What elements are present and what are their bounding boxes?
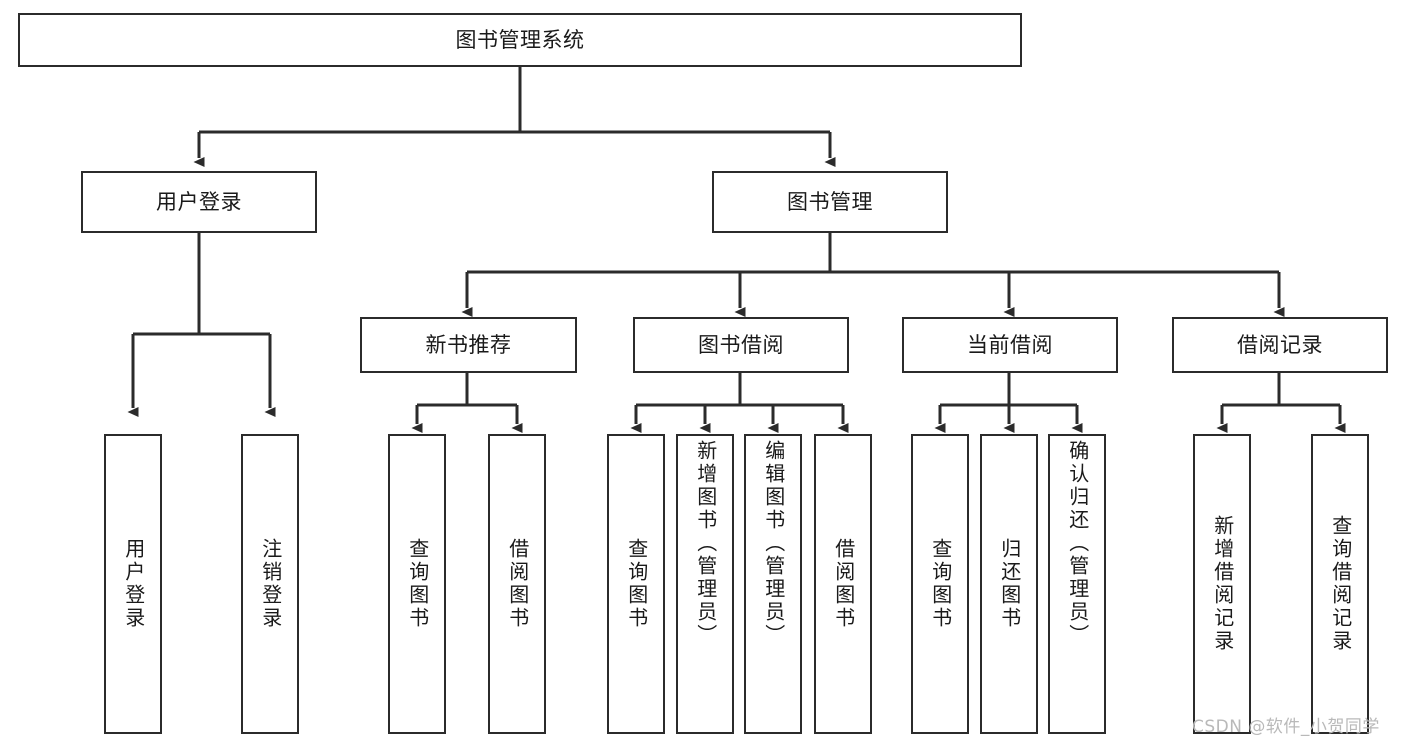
leaf-logout[interactable]: 注销登录	[241, 434, 299, 734]
leaf-borrow-book-label: 借阅图书	[831, 538, 856, 630]
leaf-edit-book-admin[interactable]: 编辑图书（管理员）	[744, 434, 802, 734]
leaf-logout-label: 注销登录	[258, 538, 283, 630]
leaf-user-login[interactable]: 用户登录	[104, 434, 162, 734]
node-current-borrow[interactable]: 当前借阅	[902, 317, 1118, 373]
leaf-confirm-return-admin-label: 确认归还（管理员）	[1065, 440, 1090, 647]
leaf-query-book-borrow[interactable]: 查询图书	[607, 434, 665, 734]
node-book-manage-label: 图书管理	[787, 189, 873, 214]
leaf-query-book-current-label: 查询图书	[928, 538, 953, 630]
leaf-add-borrow-record[interactable]: 新增借阅记录	[1193, 434, 1251, 734]
leaf-user-login-label: 用户登录	[121, 538, 146, 630]
leaf-query-borrow-record[interactable]: 查询借阅记录	[1311, 434, 1369, 734]
leaf-query-book-borrow-label: 查询图书	[624, 538, 649, 630]
node-user-login[interactable]: 用户登录	[81, 171, 317, 233]
node-book-manage[interactable]: 图书管理	[712, 171, 948, 233]
node-current-borrow-label: 当前借阅	[967, 332, 1053, 357]
leaf-borrow-book-rec-label: 借阅图书	[505, 538, 530, 630]
leaf-add-book-admin-label: 新增图书（管理员）	[693, 440, 718, 647]
node-root-system-label: 图书管理系统	[455, 27, 585, 52]
leaf-query-book-rec-label: 查询图书	[405, 538, 430, 630]
node-new-book-recommend-label: 新书推荐	[425, 332, 512, 357]
leaf-borrow-book-rec[interactable]: 借阅图书	[488, 434, 546, 734]
leaf-add-borrow-record-label: 新增借阅记录	[1210, 515, 1235, 653]
leaf-edit-book-admin-label: 编辑图书（管理员）	[761, 440, 786, 647]
leaf-return-book[interactable]: 归还图书	[980, 434, 1038, 734]
node-root-system[interactable]: 图书管理系统	[18, 13, 1022, 67]
leaf-query-book-rec[interactable]: 查询图书	[388, 434, 446, 734]
node-book-borrow[interactable]: 图书借阅	[633, 317, 849, 373]
node-new-book-recommend[interactable]: 新书推荐	[360, 317, 577, 373]
node-borrow-record-label: 借阅记录	[1237, 332, 1323, 357]
leaf-query-book-current[interactable]: 查询图书	[911, 434, 969, 734]
leaf-query-borrow-record-label: 查询借阅记录	[1328, 515, 1353, 653]
leaf-borrow-book[interactable]: 借阅图书	[814, 434, 872, 734]
node-book-borrow-label: 图书借阅	[698, 332, 784, 357]
node-borrow-record[interactable]: 借阅记录	[1172, 317, 1388, 373]
leaf-add-book-admin[interactable]: 新增图书（管理员）	[676, 434, 734, 734]
node-user-login-label: 用户登录	[156, 189, 242, 214]
leaf-confirm-return-admin[interactable]: 确认归还（管理员）	[1048, 434, 1106, 734]
leaf-return-book-label: 归还图书	[997, 538, 1022, 630]
